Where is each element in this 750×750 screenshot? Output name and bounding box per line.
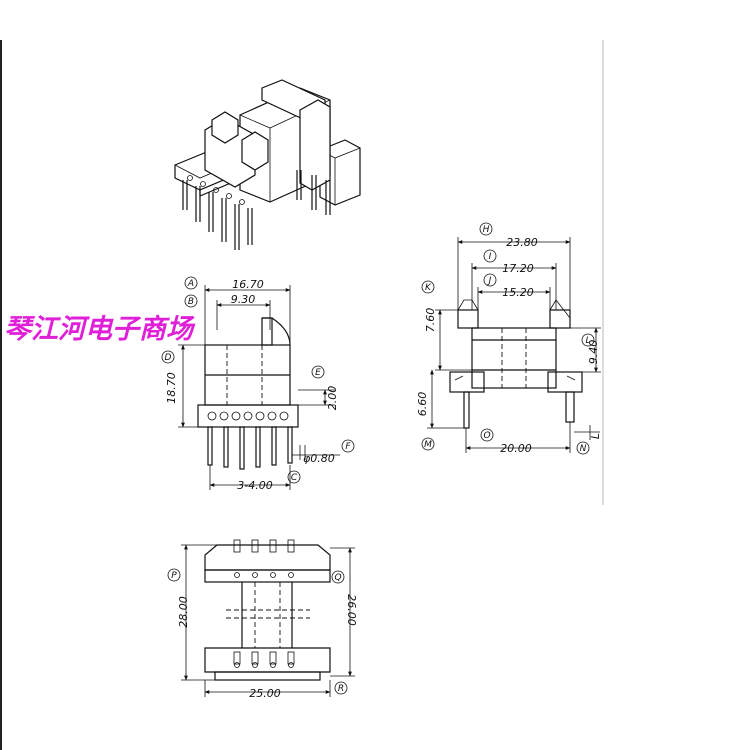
bottom-view: P 28.00 Q 26.00 R 25.00 <box>167 539 358 700</box>
label-A: A <box>187 279 194 289</box>
dim-E-value: 2.00 <box>326 386 339 411</box>
label-E: E <box>315 368 321 378</box>
dim-H-value: 23.80 <box>506 236 538 249</box>
label-Q: Q <box>334 573 341 583</box>
dim-O-value: 20.00 <box>500 442 532 455</box>
dim-Q-value: 26.00 <box>345 594 358 626</box>
dim-K-value: 7.60 <box>424 308 437 333</box>
side-view: H 23.80 I 17.20 J 15.20 <box>416 222 602 455</box>
label-R: R <box>338 684 344 694</box>
dim-C-value: 3-4.00 <box>237 479 272 492</box>
watermark-text: 琴江河电子商场 <box>4 314 196 345</box>
label-P: P <box>171 571 177 581</box>
dim-P-value: 28.00 <box>177 596 190 628</box>
dim-R-value: 25.00 <box>249 687 281 700</box>
label-O: O <box>483 431 490 441</box>
label-C: C <box>291 473 298 483</box>
label-M: M <box>424 440 432 450</box>
dim-J-value: 15.20 <box>502 286 534 299</box>
dim-L-value: 9.40 <box>587 340 600 365</box>
isometric-view <box>174 79 361 250</box>
label-I: I <box>489 252 492 262</box>
dim-I-value: 17.20 <box>502 262 534 275</box>
label-D: D <box>165 353 172 363</box>
dim-N-value: L <box>589 433 602 439</box>
dim-A-value: 16.70 <box>232 278 264 291</box>
label-K: K <box>425 283 432 293</box>
label-B: B <box>188 297 194 307</box>
dim-F-value: φ0.80 <box>303 452 335 465</box>
label-F: F <box>345 442 351 452</box>
label-H: H <box>483 225 490 235</box>
label-J: J <box>487 276 492 286</box>
dim-D-value: 18.70 <box>165 372 178 404</box>
label-L: L <box>585 336 590 346</box>
label-N: N <box>580 444 587 454</box>
dim-M-value: 6.60 <box>416 392 429 417</box>
dim-B-value: 9.30 <box>231 293 256 306</box>
front-view: A 16.70 B 9.30 <box>161 276 355 492</box>
